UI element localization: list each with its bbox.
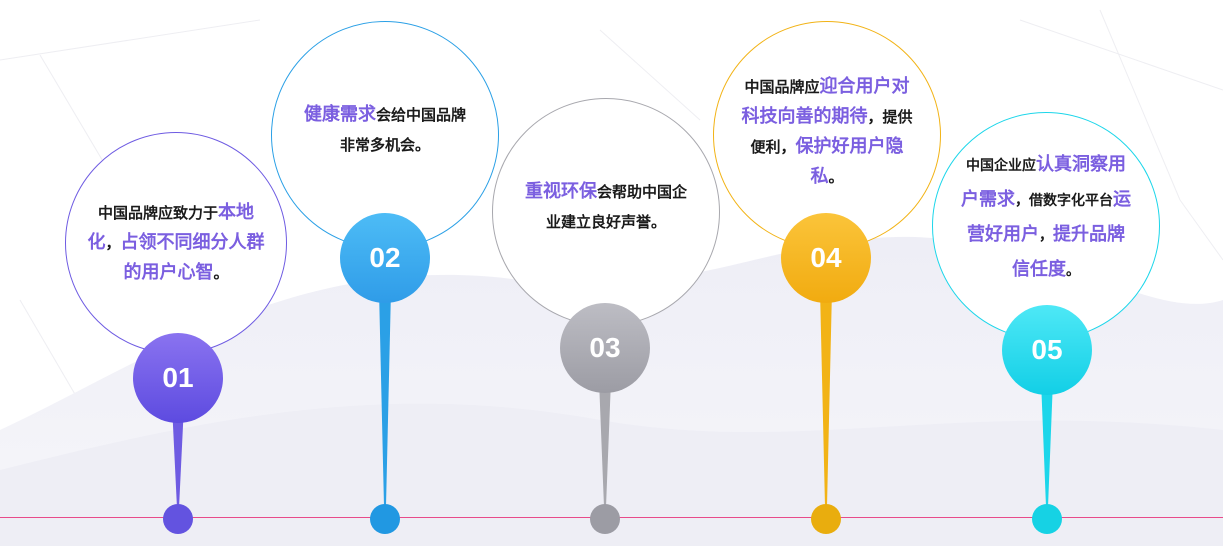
step-05-dot [1032,504,1062,534]
step-04-text: 中国品牌应迎合用户对科技向善的期待，提供便利，保护好用户隐私。 [741,76,913,187]
step-01-text: 中国品牌应致力于本地化，占领不同细分人群的用户心智。 [87,202,265,283]
step-01-number-badge: 01 [133,333,223,423]
step-04-circle: 中国品牌应迎合用户对科技向善的期待，提供便利，保护好用户隐私。 [713,21,941,249]
step-02-text: 健康需求会给中国品牌非常多机会。 [303,104,466,154]
step-05-number-badge: 05 [1002,305,1092,395]
step-01-circle: 中国品牌应致力于本地化，占领不同细分人群的用户心智。 [65,132,287,354]
step-04-dot [811,504,841,534]
step-03-circle: 重视环保会帮助中国企业建立良好声誉。 [492,98,720,326]
step-03-number-badge: 03 [560,303,650,393]
step-03-text: 重视环保会帮助中国企业建立良好声誉。 [524,181,687,231]
step-03-dot [590,504,620,534]
step-01-dot [163,504,193,534]
step-05-circle: 中国企业应认真洞察用户需求，借数字化平台运营好用户，提升品牌信任度。 [932,112,1160,340]
step-02-number-badge: 02 [340,213,430,303]
step-02-dot [370,504,400,534]
step-02-circle: 健康需求会给中国品牌非常多机会。 [271,21,499,249]
step-04-number-badge: 04 [781,213,871,303]
step-05-text: 中国企业应认真洞察用户需求，借数字化平台运营好用户，提升品牌信任度。 [961,154,1131,280]
